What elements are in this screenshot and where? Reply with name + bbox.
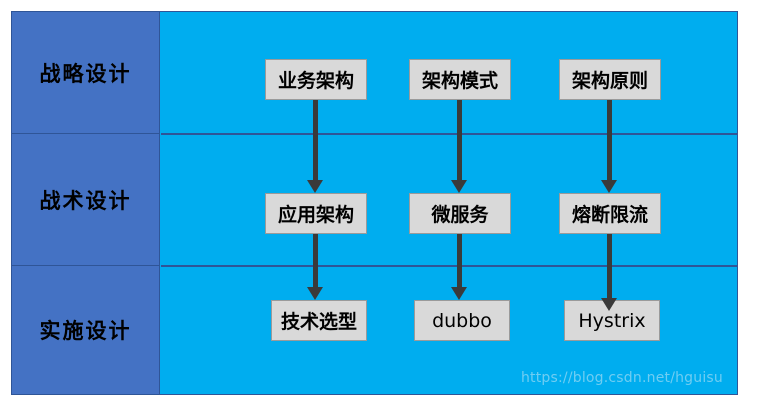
- row-divider-2: [161, 265, 737, 267]
- phase-label-implementation: 实施设计: [39, 319, 132, 343]
- node-label: dubbo: [432, 309, 492, 332]
- connector-pattern-to-microservice: [457, 100, 462, 180]
- node-technology-selection[interactable]: 技术选型: [271, 300, 367, 341]
- node-label: 应用架构: [277, 204, 354, 226]
- row-divider-1: [161, 133, 737, 135]
- phase-cell-implementation: 实施设计: [12, 266, 160, 394]
- connector-microservice-to-dubbo: [457, 234, 462, 287]
- node-label: 业务架构: [277, 70, 354, 92]
- phase-label-strategic: 战略设计: [39, 61, 132, 86]
- node-label: 架构模式: [421, 70, 498, 92]
- node-label: 熔断限流: [571, 204, 648, 226]
- watermark-text: https://blog.csdn.net/hguisu: [520, 370, 723, 386]
- phase-cell-tactical: 战术设计: [12, 134, 160, 266]
- arrow-head-icon: [601, 180, 617, 193]
- phase-label-tactical: 战术设计: [39, 188, 132, 213]
- node-label: 技术选型: [280, 311, 357, 333]
- connector-business-to-application: [313, 100, 318, 180]
- node-dubbo[interactable]: dubbo: [414, 300, 510, 341]
- arrow-head-icon: [601, 298, 617, 311]
- node-circuit-breaker-rate-limit[interactable]: 熔断限流: [559, 193, 661, 234]
- node-microservice[interactable]: 微服务: [409, 193, 511, 234]
- connector-circuitbreaker-to-hystrix: [607, 234, 612, 298]
- diagram-canvas: 业务架构 架构模式 架构原则 应用架构 微服务 熔断限流 技术选型: [161, 12, 737, 394]
- diagram-frame: 战略设计 战术设计 实施设计 业务架构 架构模式 架构原则: [11, 11, 738, 395]
- node-business-architecture[interactable]: 业务架构: [265, 59, 367, 100]
- node-application-architecture[interactable]: 应用架构: [265, 193, 367, 234]
- connector-principle-to-circuitbreaker: [607, 100, 612, 180]
- node-architecture-pattern[interactable]: 架构模式: [409, 59, 511, 100]
- node-architecture-principle[interactable]: 架构原则: [559, 59, 661, 100]
- arrow-head-icon: [451, 287, 467, 300]
- arrow-head-icon: [307, 180, 323, 193]
- phase-column: 战略设计 战术设计 实施设计: [12, 12, 160, 394]
- connector-application-to-techselection: [313, 234, 318, 287]
- arrow-head-icon: [451, 180, 467, 193]
- node-label: 微服务: [431, 204, 489, 226]
- arrow-head-icon: [307, 287, 323, 300]
- node-label: 架构原则: [571, 70, 648, 92]
- phase-cell-strategic: 战略设计: [12, 12, 160, 134]
- node-label: Hystrix: [578, 309, 646, 332]
